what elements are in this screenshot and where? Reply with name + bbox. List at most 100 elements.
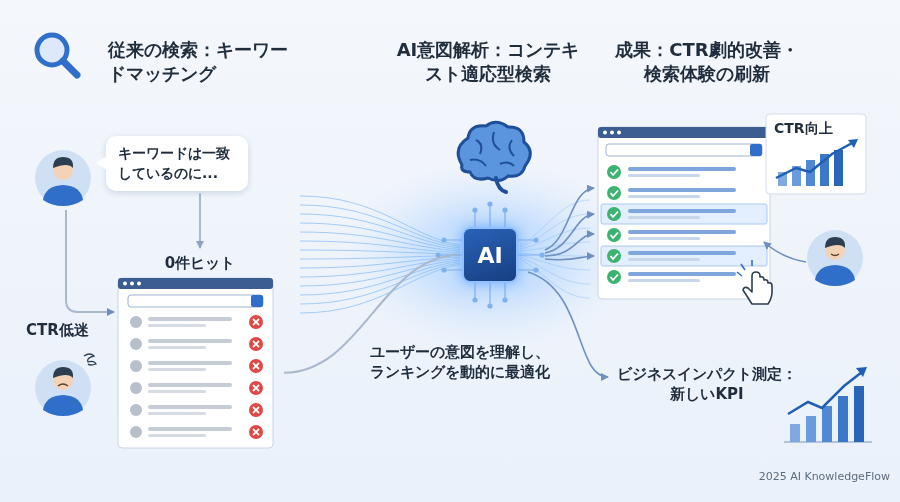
result-row — [249, 359, 263, 373]
ctr-card — [834, 150, 843, 186]
kpi-chart — [788, 372, 862, 414]
result-row — [628, 209, 736, 213]
result-row — [628, 167, 736, 171]
user-icon — [831, 254, 839, 256]
result-row — [628, 279, 700, 282]
node-text: AI — [477, 243, 502, 268]
ai-glow — [300, 160, 640, 350]
result-row — [148, 434, 206, 437]
connector — [199, 193, 201, 248]
ai-glow — [340, 160, 640, 350]
result-row — [611, 212, 619, 218]
circuit-trace — [540, 253, 544, 257]
ai-glow — [300, 223, 460, 250]
status-label: CTR低迷 — [26, 320, 106, 340]
browser-window — [118, 278, 273, 448]
browser-window — [603, 131, 607, 135]
result-row — [628, 258, 700, 261]
result-row — [148, 324, 206, 327]
flow-arrow — [528, 272, 608, 377]
result-row — [611, 233, 619, 239]
user-icon — [53, 367, 73, 378]
watermark: 2025 AI KnowledgeFlow — [740, 470, 890, 485]
ai-glow — [300, 214, 460, 248]
result-row — [628, 195, 700, 198]
user-icon — [815, 265, 855, 286]
result-row — [611, 275, 619, 281]
result-row — [628, 216, 700, 219]
ai-chip: AI — [462, 227, 518, 283]
browser-window — [118, 278, 273, 448]
kpi-chart — [856, 367, 867, 377]
speech-bubble: キーワードは一致しているのに... — [106, 136, 248, 191]
circuit-trace — [473, 208, 477, 212]
ai-glow — [300, 263, 460, 304]
result-row — [607, 207, 621, 221]
browser-window — [118, 278, 273, 289]
browser-window — [123, 282, 127, 286]
ai-glow — [300, 196, 590, 313]
browser-window — [617, 131, 621, 135]
result-row — [130, 360, 142, 372]
result-row — [628, 230, 736, 234]
kpi-chart — [806, 416, 816, 442]
metric-card: CTR向上 — [766, 114, 866, 144]
node-text: 0件ヒット — [118, 254, 282, 273]
result-row — [628, 237, 700, 240]
browser-window — [130, 282, 134, 286]
user-icon — [43, 185, 83, 206]
browser-window — [598, 127, 770, 299]
result-row — [253, 363, 259, 369]
result-row — [130, 316, 142, 328]
cursor-icon — [737, 260, 772, 304]
browser-window — [251, 295, 263, 307]
result-row — [628, 251, 736, 255]
result-row — [148, 317, 232, 321]
result-row — [253, 385, 259, 391]
section-heading: 従来の検索：キーワードマッチング — [108, 38, 304, 87]
result-row — [148, 361, 232, 365]
ai-glow — [300, 241, 460, 253]
result-row — [130, 315, 263, 439]
flow-arrow — [545, 256, 594, 260]
result-row — [253, 407, 259, 413]
result-row — [607, 228, 621, 242]
user-icon — [53, 157, 73, 168]
circuit-trace — [503, 208, 507, 212]
flow-arrow — [545, 188, 594, 250]
result-row — [130, 426, 142, 438]
browser-window — [598, 127, 770, 138]
result-row — [249, 337, 263, 351]
ctr-card — [766, 114, 866, 194]
circuit-trace — [534, 268, 538, 272]
result-row — [249, 315, 263, 329]
magnifier-icon — [63, 61, 77, 75]
flow-arrow — [545, 234, 594, 256]
browser-window — [750, 144, 762, 156]
browser-window — [128, 295, 263, 307]
result-row — [253, 429, 259, 435]
kpi-chart — [838, 396, 848, 442]
result-row — [148, 412, 206, 415]
result-window: 0件ヒット — [118, 250, 282, 448]
brain-icon — [458, 122, 530, 180]
result-row — [607, 249, 621, 263]
browser-window — [610, 131, 614, 135]
result-row — [611, 254, 619, 260]
flow-arrow — [545, 214, 594, 253]
circuit-trace — [473, 298, 477, 302]
result-row — [148, 383, 232, 387]
result-row — [628, 272, 736, 276]
brain-icon — [470, 132, 514, 166]
circuit-trace — [503, 298, 507, 302]
kpi-chart — [822, 406, 832, 442]
user-icon — [58, 384, 68, 386]
kpi-chart — [784, 367, 872, 442]
user-icon — [807, 230, 863, 286]
user-icon — [35, 360, 91, 416]
user-icon — [43, 395, 83, 416]
result-row — [148, 390, 206, 393]
brain-icon — [496, 178, 506, 192]
ai-glow — [300, 259, 460, 278]
result-row — [611, 170, 619, 176]
